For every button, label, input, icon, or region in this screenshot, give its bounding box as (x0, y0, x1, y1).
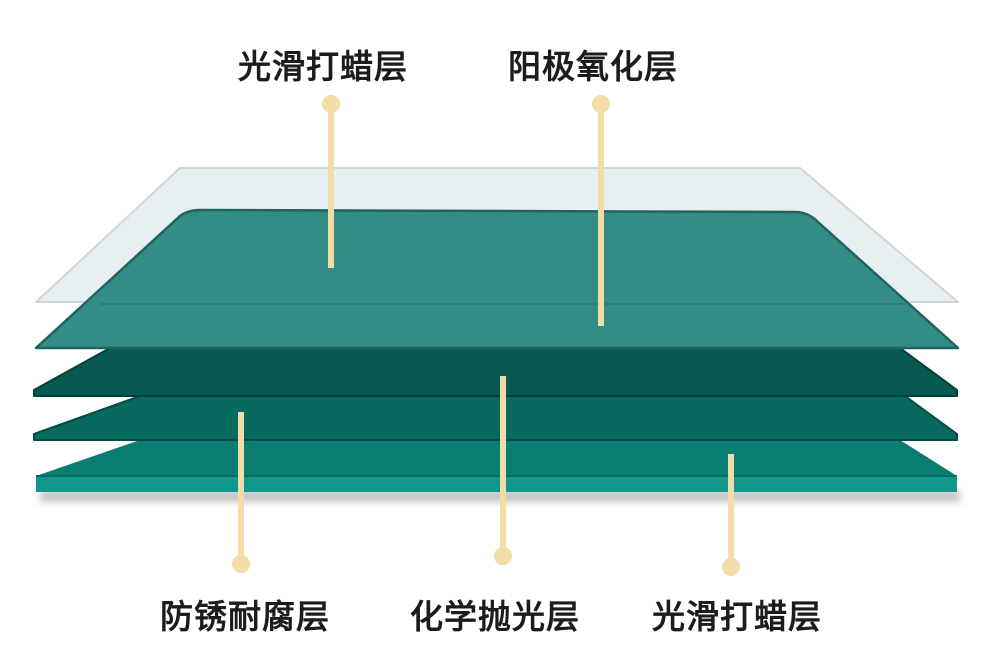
label-wax-layer-bottom: 光滑打蜡层 (652, 597, 822, 636)
base-layer (36, 440, 957, 492)
label-wax-layer-top: 光滑打蜡层 (238, 47, 408, 86)
label-anodized-layer: 阳极氧化层 (508, 47, 678, 86)
pointer-top-left (322, 95, 340, 268)
pointer-bottom-right (722, 454, 740, 576)
top-teal-layer (34, 208, 960, 350)
layer-3 (33, 395, 958, 441)
pointer-bottom-left (232, 412, 250, 573)
layer-2 (33, 347, 958, 397)
pointer-top-right (592, 95, 610, 326)
label-chemical-polish-layer: 化学抛光层 (410, 597, 580, 636)
label-anti-rust-layer: 防锈耐腐层 (160, 597, 330, 636)
pointer-bottom-mid (494, 376, 512, 565)
